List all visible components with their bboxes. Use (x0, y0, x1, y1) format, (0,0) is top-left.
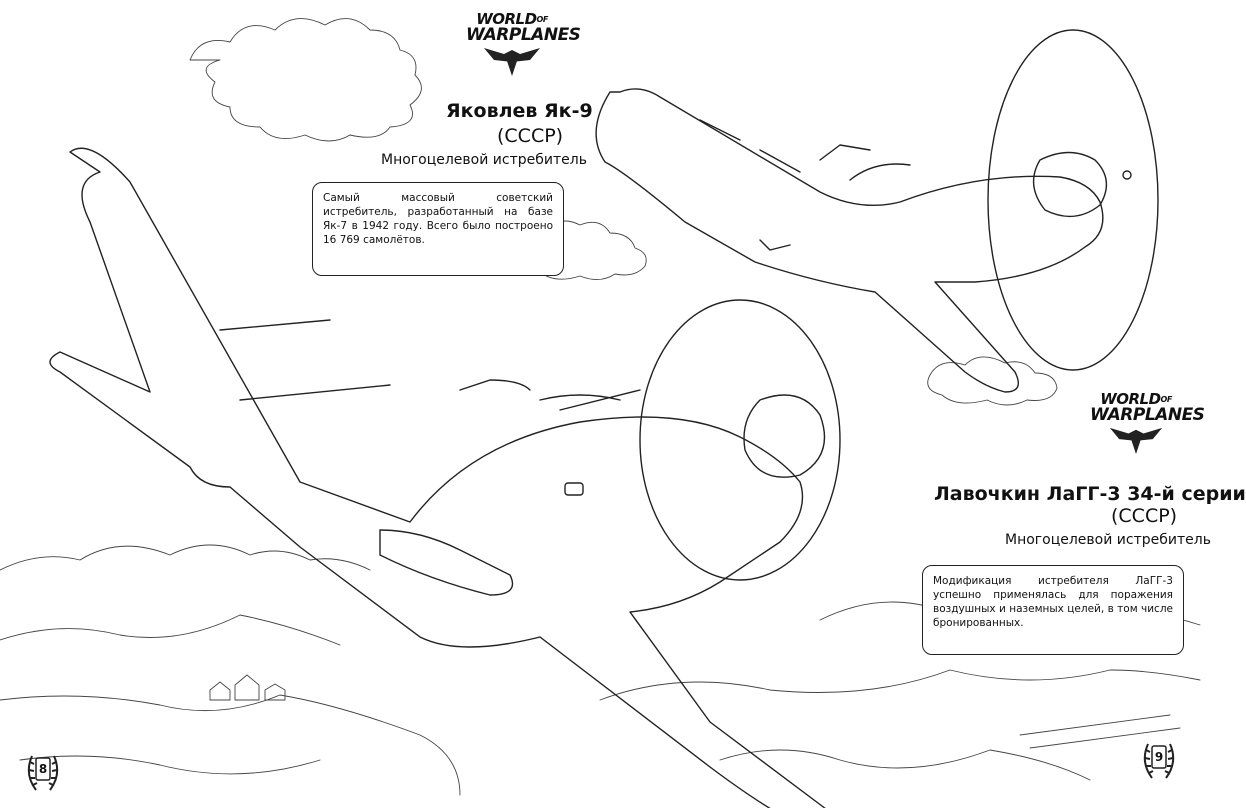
mountains-left (0, 544, 371, 571)
laurel-badge-icon (1143, 743, 1175, 779)
yak9-role: Многоцелевой истребитель (381, 152, 587, 168)
laurel-badge-icon (27, 755, 59, 791)
world-of-warplanes-logo-right: WORLDOF WARPLANES (1090, 390, 1205, 456)
world-of-warplanes-logo-top: WORLDOF WARPLANES (466, 10, 581, 78)
coast-right (719, 749, 1091, 781)
yak9-country: (СССР) (497, 125, 564, 147)
lagg3-title: Лавочкин ЛаГГ-3 34-й серии (934, 483, 1246, 505)
logo-line1: WORLDOF (476, 10, 548, 28)
wings-emblem-icon (1109, 427, 1163, 454)
page-number-right: 9 (1142, 740, 1176, 782)
ground-right (599, 669, 1201, 701)
village (209, 674, 286, 701)
page-number-left: 8 (26, 752, 60, 794)
yak9-aircraft (595, 29, 1159, 393)
ground-left-2 (19, 755, 321, 775)
yak9-title: Яковлев Як-9 (446, 100, 593, 122)
page-number-right-text: 9 (1154, 750, 1164, 764)
aircraft-line-art (0, 18, 1201, 808)
cloud-top (189, 18, 422, 142)
lagg3-aircraft (49, 147, 841, 808)
yak9-description: Самый массовый советский истребитель, ра… (323, 192, 553, 246)
lagg3-description-box: Модификация истребителя ЛаГГ-3 успешно п… (922, 565, 1184, 655)
lagg3-description: Модификация истребителя ЛаГГ-3 успешно п… (933, 575, 1173, 629)
lagg3-role: Многоцелевой истребитель (1005, 532, 1211, 548)
ground-left (0, 694, 461, 796)
logo-line2: WARPLANES (1090, 405, 1205, 425)
hills-left (0, 614, 341, 646)
lagg3-country: (СССР) (1111, 505, 1178, 527)
page-number-left-text: 8 (38, 762, 48, 776)
cloud-right (927, 356, 1058, 406)
coloring-book-spread: WORLDOF WARPLANES Яковлев Як-9 (СССР) Мн… (0, 10, 1246, 808)
yak9-description-box: Самый массовый советский истребитель, ра… (312, 182, 564, 276)
logo-line2: WARPLANES (466, 25, 581, 45)
runway (1019, 714, 1181, 749)
logo-line1: WORLDOF (1100, 390, 1172, 408)
wings-emblem-icon (484, 48, 540, 76)
